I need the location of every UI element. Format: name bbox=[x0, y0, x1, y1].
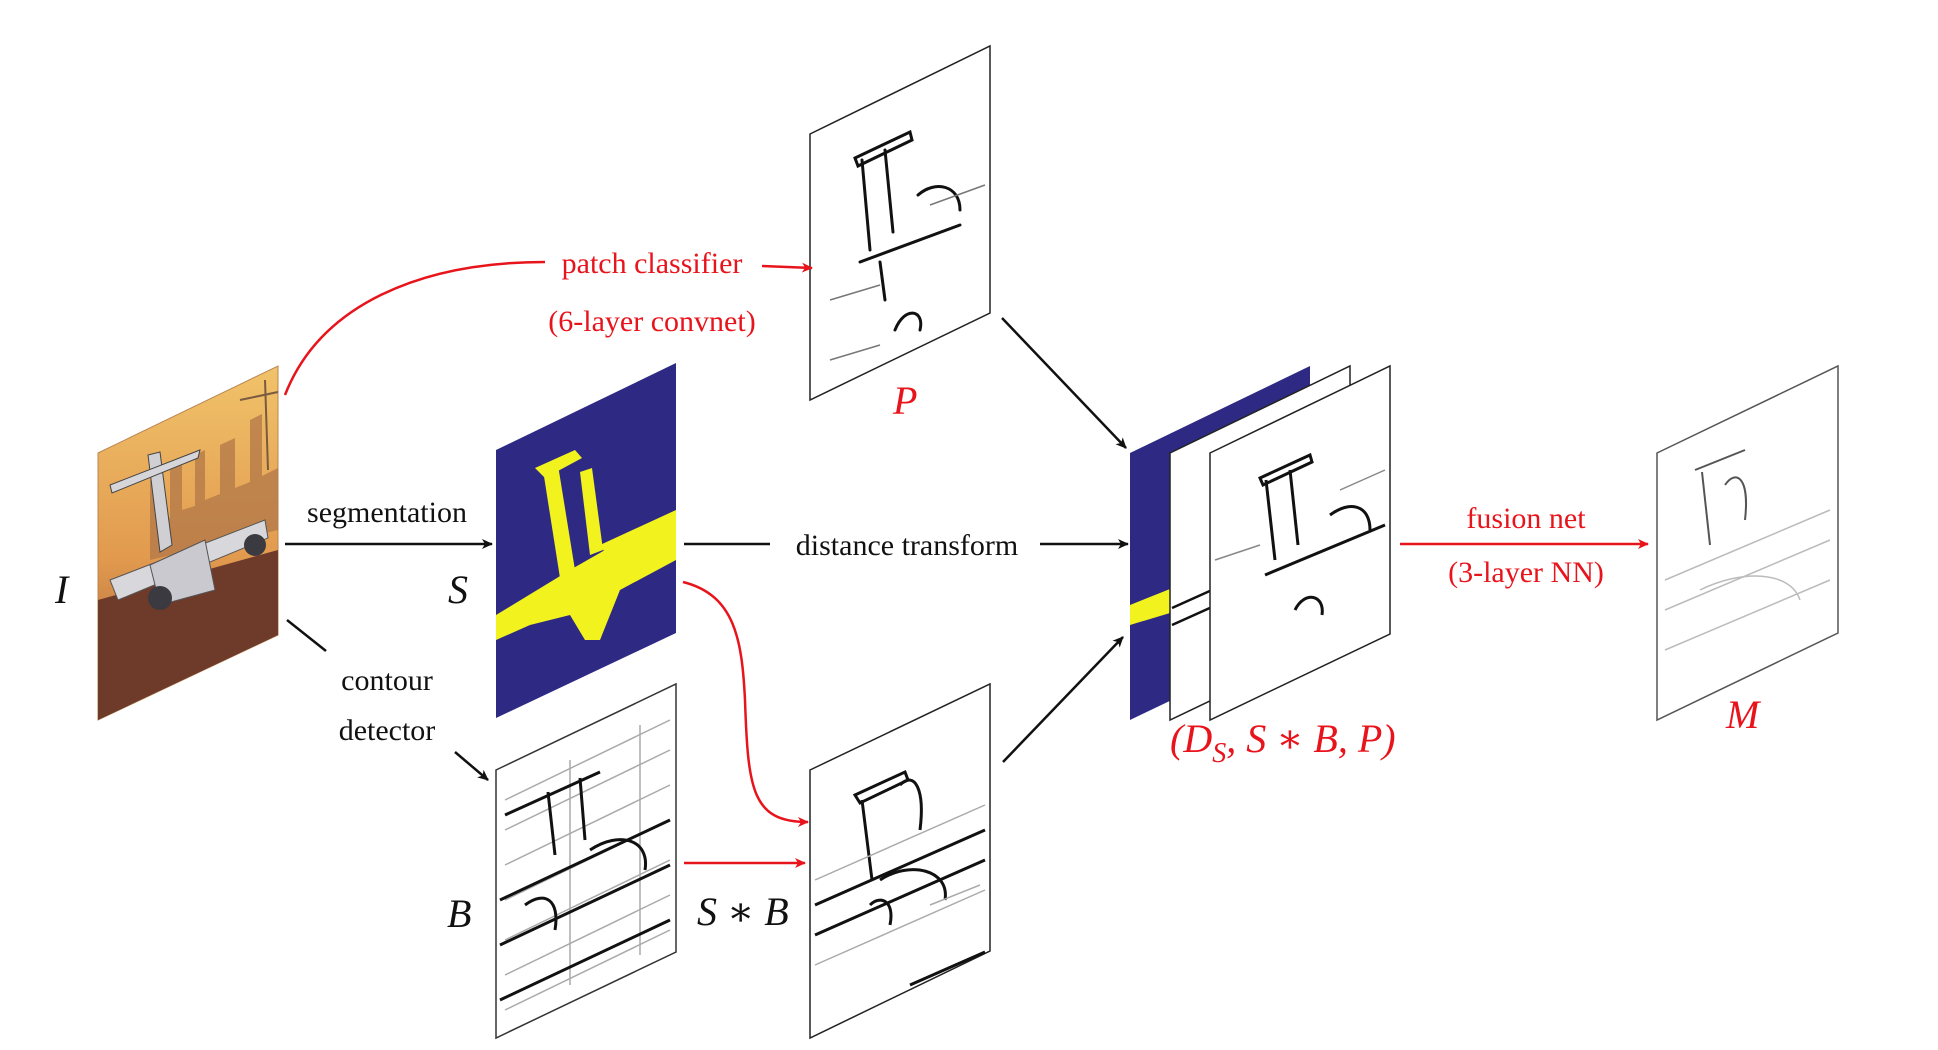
segmentation-to-mask-arrow bbox=[682, 580, 809, 827]
contour-detector-label-2: detector bbox=[339, 714, 436, 747]
patch-classifier-arrowhead bbox=[761, 262, 813, 273]
input-symbol: I bbox=[54, 567, 70, 612]
contour-detector-arrow-top bbox=[286, 619, 327, 652]
fusion-net-label: fusion net bbox=[1466, 502, 1586, 535]
contour-detector-label-1: contour bbox=[341, 664, 433, 697]
masked-contours-panel bbox=[809, 682, 991, 1040]
patch-classifier-detail: (6-layer convnet) bbox=[548, 305, 755, 338]
patch-output-panel bbox=[809, 44, 991, 402]
segmentation-panel bbox=[496, 363, 676, 718]
segmentation-label: segmentation bbox=[307, 496, 467, 529]
input-image-panel bbox=[97, 365, 279, 721]
contours-symbol: B bbox=[447, 891, 471, 936]
stacked-channels-symbol: (DS, S ∗ B, P) bbox=[1170, 716, 1396, 769]
stacked-channels bbox=[1130, 364, 1391, 722]
stack-subscript: S bbox=[1212, 738, 1226, 769]
stack-open: (D bbox=[1170, 716, 1212, 761]
fusion-output-panel bbox=[1656, 364, 1839, 722]
stack-rest: , S ∗ B, P) bbox=[1226, 716, 1395, 761]
patch-classifier-arrow bbox=[283, 260, 546, 396]
segmentation-symbol: S bbox=[448, 567, 468, 612]
fusion-net-detail: (3-layer NN) bbox=[1448, 556, 1604, 589]
mask-to-stack-arrow bbox=[1002, 636, 1124, 763]
patch-output-symbol: P bbox=[892, 378, 917, 423]
contour-detector-arrow-bottom bbox=[454, 751, 489, 781]
contours-panel bbox=[495, 682, 677, 1040]
masked-contours-symbol: S ∗ B bbox=[697, 889, 789, 934]
patch-to-stack-arrow bbox=[1001, 317, 1127, 449]
patch-classifier-label: patch classifier bbox=[562, 247, 743, 280]
fusion-output-symbol: M bbox=[1725, 692, 1762, 737]
distance-transform-label: distance transform bbox=[796, 529, 1018, 562]
